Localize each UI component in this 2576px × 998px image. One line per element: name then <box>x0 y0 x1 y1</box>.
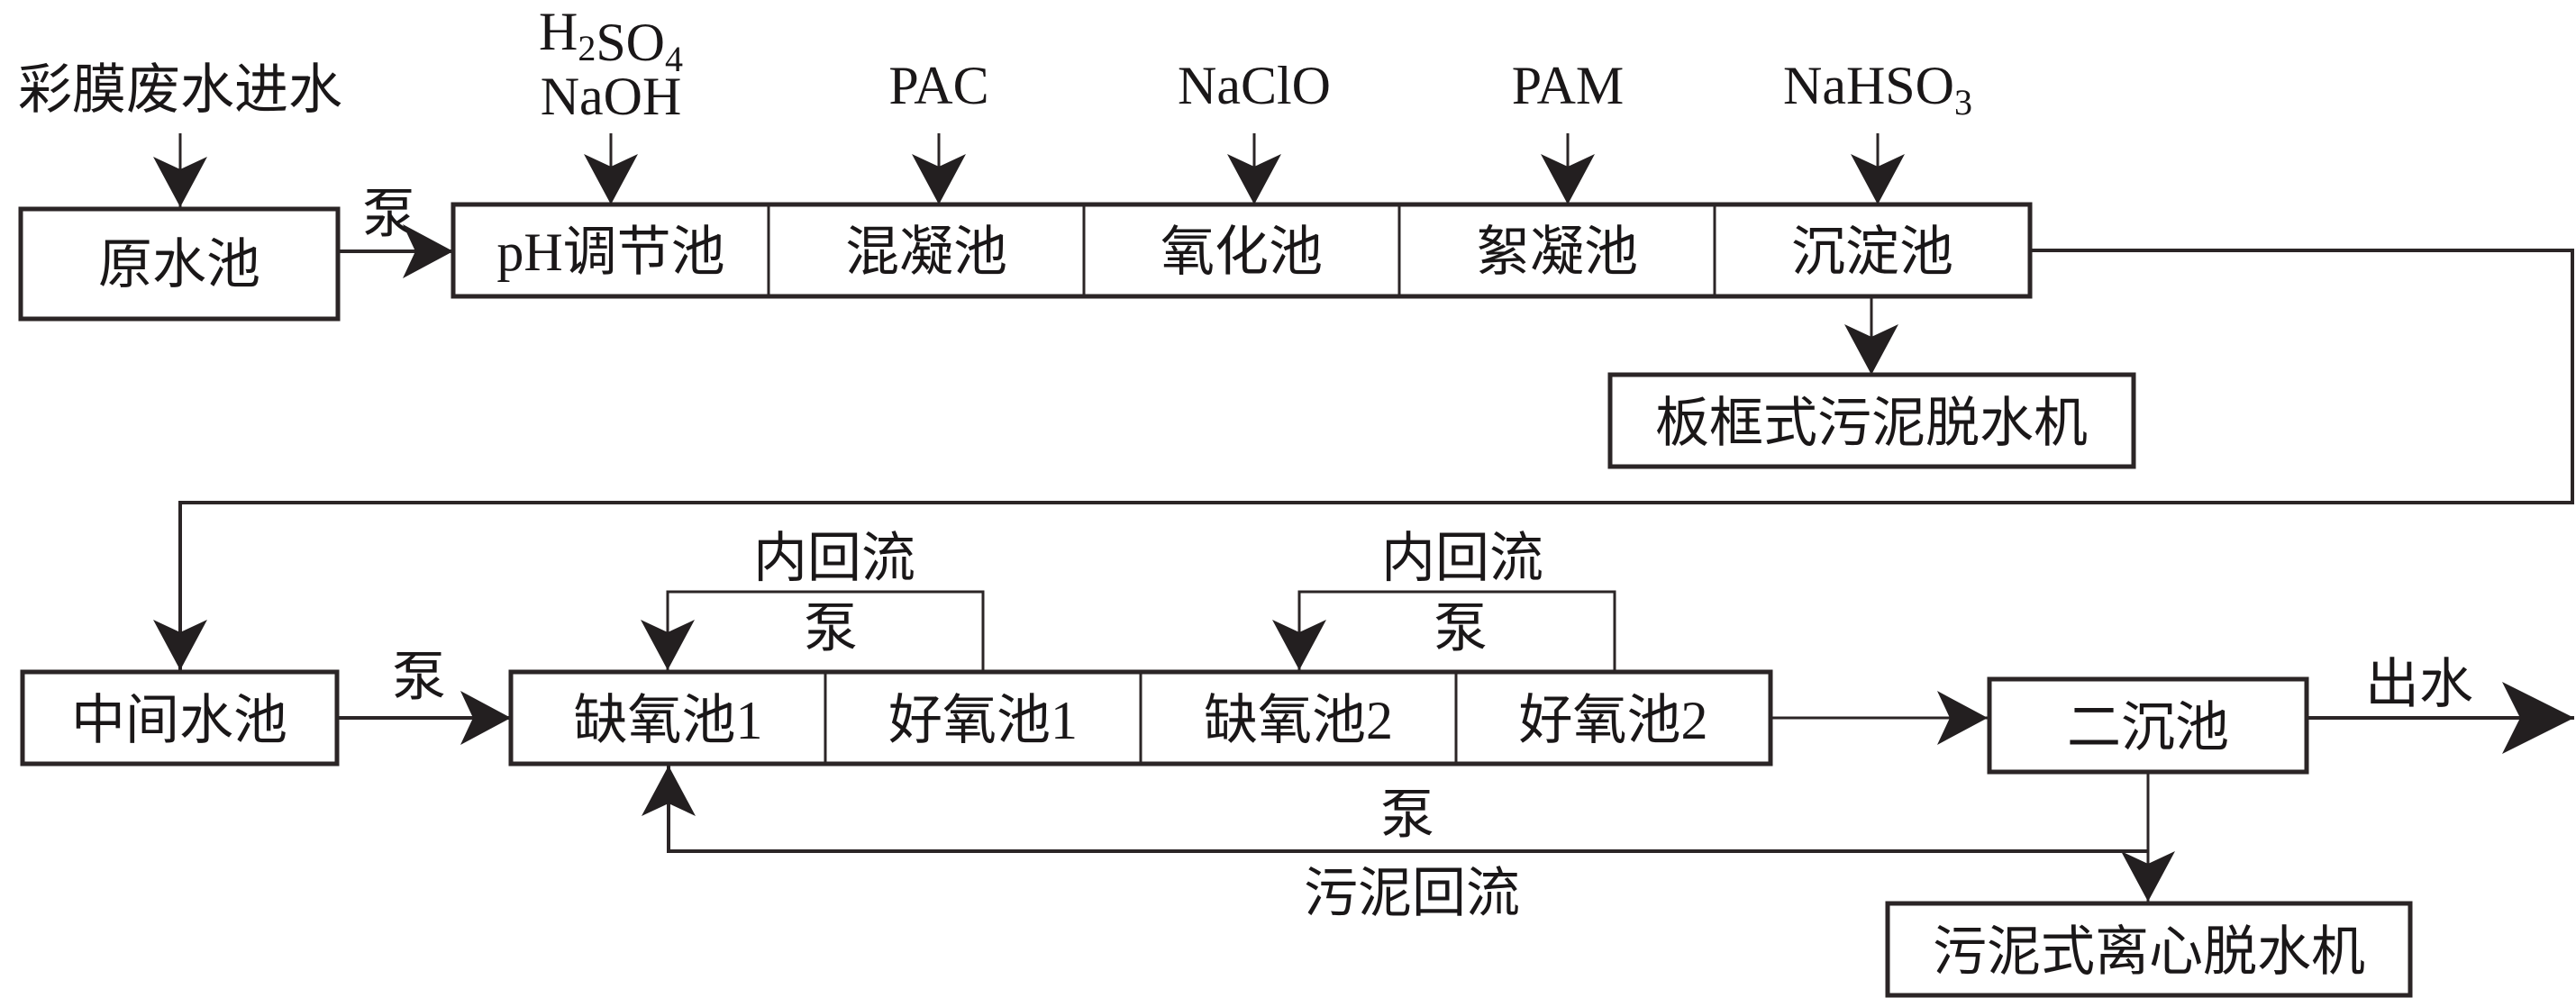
intermediate-tank-label: 中间水池 <box>71 691 287 750</box>
dosing-point-5: NaHSO3 <box>1783 56 1972 204</box>
pump-label-4: 泵 <box>1434 599 1488 658</box>
raw-water-tank-label: 原水池 <box>98 235 260 295</box>
chemical-label: NaOH <box>541 67 682 126</box>
secondary-clarifier[interactable]: 二沉池 <box>1987 676 2309 775</box>
centrifugal-sludge-dewaterer[interactable]: 污泥式离心脱水机 <box>1885 901 2413 998</box>
internal-recycle-loop-2 <box>1272 590 1616 672</box>
internal-recycle-label-1: 内回流 <box>753 529 915 588</box>
plate-frame-sludge-dewaterer-label: 板框式污泥脱水机 <box>1655 394 2088 453</box>
dosing-point-4: PAM <box>1512 56 1625 204</box>
secondary-clarifier-label: 二沉池 <box>2067 698 2229 758</box>
chemical-label: PAM <box>1512 56 1625 115</box>
chemical-label: H2SO4 <box>539 2 683 79</box>
bio-unit-1-label: 缺氧池1 <box>574 691 763 750</box>
sludge-return-line <box>642 766 2148 853</box>
unit-3-label: 氧化池 <box>1161 222 1323 282</box>
bio-unit-3-label: 缺氧池2 <box>1204 691 1393 750</box>
pump-label-5: 泵 <box>1380 785 1434 845</box>
dosing-point-2: PAC <box>888 56 989 204</box>
pump-label-1: 泵 <box>362 185 416 244</box>
unit-4-label: 絮凝池 <box>1476 222 1638 282</box>
chemical-label: NaClO <box>1178 56 1331 115</box>
bio-unit-4-label: 好氧池2 <box>1519 691 1708 750</box>
pump-label-3: 泵 <box>804 599 858 658</box>
unit-2-label: 混凝池 <box>845 222 1007 282</box>
chemical-label: PAC <box>888 56 988 115</box>
internal-recycle-loop-1 <box>641 590 985 672</box>
pump-label-2: 泵 <box>392 648 446 707</box>
outlet-label: 出水 <box>2365 655 2473 714</box>
raw-water-tank[interactable]: 原水池 <box>18 206 341 322</box>
inlet-label: 彩膜废水进水 <box>18 60 342 120</box>
unit-5-label: 沉淀池 <box>1791 222 1953 282</box>
bio-unit-2-label: 好氧池1 <box>888 691 1078 750</box>
intermediate-tank[interactable]: 中间水池 <box>20 669 340 767</box>
unit-1-label: pH调节池 <box>496 222 724 282</box>
sludge-return-label: 污泥回流 <box>1304 864 1520 923</box>
physchem-tank-train <box>451 202 2033 299</box>
dosing-point-3: NaClO <box>1178 56 1331 204</box>
bio-tank-train <box>508 669 1773 767</box>
centrifugal-sludge-dewaterer-label: 污泥式离心脱水机 <box>1933 922 2365 982</box>
connector-to-intermediate-tank <box>153 249 2574 670</box>
chemical-label: NaHSO3 <box>1783 56 1972 122</box>
plate-frame-sludge-dewaterer[interactable]: 板框式污泥脱水机 <box>1607 372 2136 469</box>
internal-recycle-label-2: 内回流 <box>1381 529 1543 588</box>
